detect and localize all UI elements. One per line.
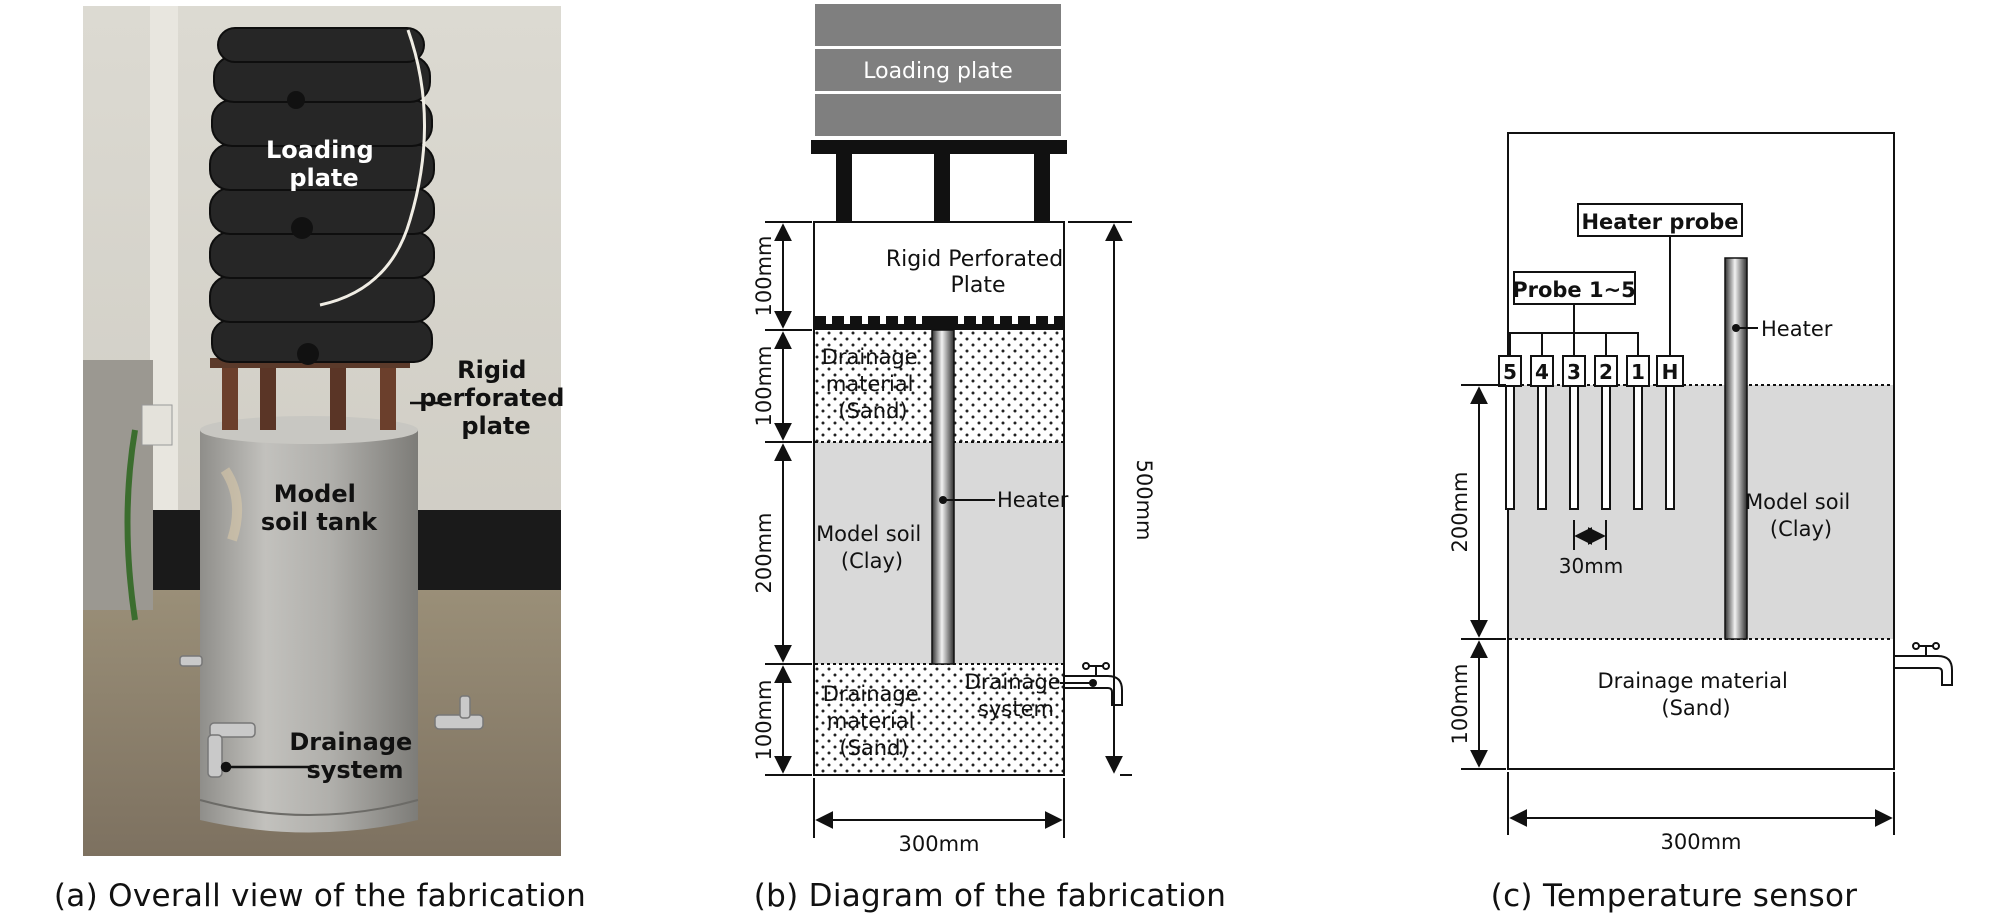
- width-dimension-lines-c: [1507, 772, 1895, 835]
- heater-pointer: Heater: [939, 488, 1069, 512]
- drainage-taps-photo: [179, 655, 484, 778]
- left-dimension-lines-c: [1461, 384, 1506, 770]
- panel-diagram: Loading plate: [640, 0, 1340, 915]
- dim-200mm: 200mm: [752, 513, 776, 594]
- heater-rod-c: [1724, 257, 1748, 640]
- diagram-fabrication: Loading plate: [752, 4, 1156, 856]
- rigid-plate-label: Rigid Perforated Plate: [886, 247, 1070, 298]
- photo-overall-view: Loading plate Rigid perforated plate Mod…: [83, 6, 573, 856]
- drainage-bottom-layer: [815, 664, 1063, 774]
- dim-100mm-2: 100mm: [752, 346, 776, 427]
- svg-text:H: H: [1662, 360, 1679, 384]
- drainage-bottom-label: Drainage material (Sand): [823, 682, 926, 760]
- dim-300mm-c: 300mm: [1661, 830, 1742, 854]
- svg-text:Probe 1~5: Probe 1~5: [1512, 278, 1636, 302]
- label-model-soil-tank: Model soil tank: [261, 480, 378, 536]
- probe-3: 3: [1562, 355, 1586, 387]
- spacing-label: 30mm: [1559, 554, 1623, 578]
- dim-200mm-c: 200mm: [1448, 472, 1472, 553]
- svg-text:5: 5: [1503, 360, 1517, 384]
- loading-plate-label: Loading plate: [863, 59, 1013, 84]
- heater-pointer-c: Heater: [1732, 317, 1833, 341]
- dim-100mm-1: 100mm: [752, 236, 776, 317]
- drainage-tap-icon-c: [1894, 642, 1953, 686]
- model-soil-label: Model soil (Clay): [816, 522, 928, 573]
- dim-300mm: 300mm: [899, 832, 980, 856]
- label-loading-plate: Loading plate: [266, 136, 382, 192]
- svg-text:4: 4: [1535, 360, 1549, 384]
- probe-h: H: [1656, 355, 1684, 387]
- drainage-label-c: Drainage material (Sand): [1598, 669, 1795, 720]
- rigid-perforated-plate: [814, 316, 1064, 330]
- heater-probe-box: Heater probe: [1577, 203, 1743, 237]
- probe-5: 5: [1498, 355, 1522, 387]
- heater-label-c: Heater: [1761, 317, 1833, 341]
- panel-temperature-sensor: Heater 5 4 3 2: [1340, 0, 2008, 915]
- dim-500mm: 500mm: [1132, 460, 1156, 541]
- panel-photo: Loading plate Rigid perforated plate Mod…: [0, 0, 640, 915]
- probe-bracket: [1509, 235, 1671, 356]
- dim-100mm-c: 100mm: [1448, 664, 1472, 745]
- loading-plate: Loading plate: [815, 4, 1061, 136]
- loading-plate-photo: [209, 27, 435, 365]
- dim-100mm-3: 100mm: [752, 680, 776, 761]
- drainage-system-pointer: [1060, 679, 1097, 687]
- width-dimension-lines: [813, 778, 1065, 838]
- svg-text:3: 3: [1567, 360, 1581, 384]
- photo-label-lines: [220, 401, 440, 773]
- svg-text:Heater probe: Heater probe: [1581, 210, 1738, 234]
- spacing-dimension: 30mm: [1559, 520, 1623, 578]
- caption-a: (a) Overall view of the fabrication: [53, 878, 587, 914]
- model-soil-label-c: Model soil (Clay): [1745, 490, 1857, 541]
- probe-labels: 5 4 3 2 1 H: [1498, 355, 1684, 387]
- left-dimension-lines: [765, 221, 812, 776]
- caption-b: (b) Diagram of the fabrication: [753, 878, 1227, 914]
- label-rigid-perforated-plate: Rigid perforated plate: [419, 356, 573, 440]
- right-dimension-lines: [1068, 221, 1132, 776]
- drainage-top-label: Drainage material (Sand): [822, 345, 925, 423]
- diagram-temperature-sensor: Heater 5 4 3 2: [1448, 132, 1953, 854]
- probe-4: 4: [1530, 355, 1554, 387]
- heater-label: Heater: [997, 488, 1069, 512]
- probe-range-box: Probe 1~5: [1512, 271, 1636, 305]
- probe-1: 1: [1626, 355, 1650, 387]
- label-drainage-system: Drainage system: [289, 728, 420, 784]
- svg-text:2: 2: [1599, 360, 1613, 384]
- svg-text:1: 1: [1631, 360, 1645, 384]
- probe-2: 2: [1594, 355, 1618, 387]
- drainage-system-label: Drainage system: [965, 670, 1068, 721]
- caption-c: (c) Temperature sensor: [1490, 878, 1858, 914]
